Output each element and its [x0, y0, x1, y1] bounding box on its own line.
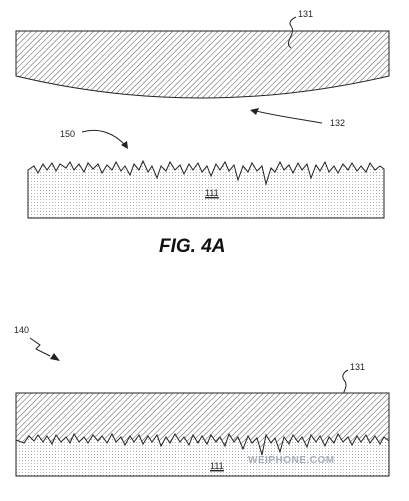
arrowhead-140 [50, 353, 60, 361]
caption-fig-4a: FIG. 4A [159, 236, 226, 257]
top-plate-131 [15, 30, 390, 99]
label-140: 140 [14, 325, 29, 335]
leader-131-top [287, 16, 297, 49]
arrowhead-132 [250, 108, 259, 115]
watermark: WEIPHONE.COM [248, 455, 335, 466]
arrowhead-150 [121, 141, 128, 149]
figure-4b: 140 131 111 WEIPHONE.COM [14, 325, 390, 477]
label-150: 150 [60, 129, 75, 139]
arrow-140 [29, 337, 51, 357]
top-plate-131-bottom [15, 392, 390, 456]
label-111-top: 111 [205, 188, 219, 198]
label-132: 132 [330, 118, 345, 128]
arrow-150 [81, 129, 127, 147]
figure-4a: 131 132 150 111 FIG. 4A [15, 9, 390, 257]
substrate-111-top [27, 159, 385, 219]
label-111-bottom: 111 [210, 461, 224, 471]
arrow-132 [251, 109, 323, 124]
label-131-bottom: 131 [350, 362, 365, 372]
label-131-top: 131 [298, 9, 313, 19]
